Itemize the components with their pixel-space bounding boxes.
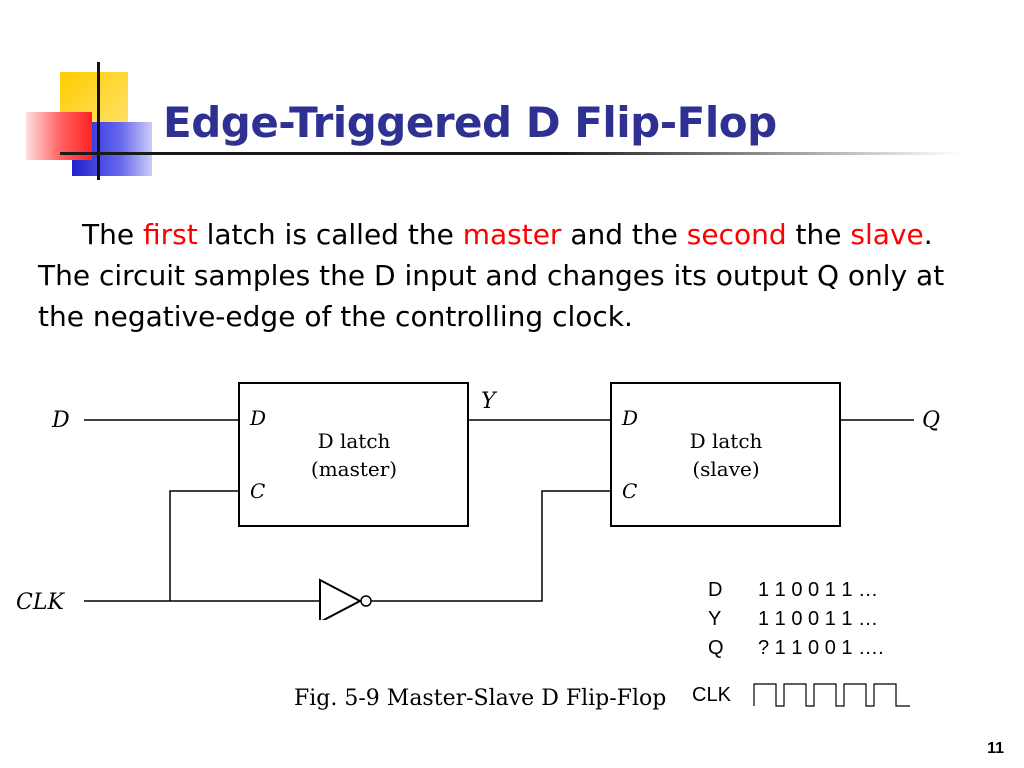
slave-latch-box: [610, 382, 841, 527]
body-paragraph: The first latch is called the master and…: [38, 214, 978, 337]
row-label: Q: [708, 637, 724, 659]
master-latch-name: D latch: [318, 429, 391, 453]
master-pin-c: C: [250, 479, 265, 503]
slave-latch-role: (slave): [692, 457, 759, 481]
figure-caption: Fig. 5-9 Master-Slave D Flip-Flop: [294, 686, 667, 711]
slide-title: Edge-Triggered D Flip-Flop: [163, 98, 777, 147]
master-latch-box: [238, 382, 469, 527]
inverter: [319, 578, 363, 620]
sequence-row-y: Y 1 1 0 0 1 1 …: [708, 605, 884, 634]
body-text-5: . The circuit samples the D input and ch…: [38, 218, 945, 333]
highlight-second: second: [686, 218, 787, 251]
sequence-table: D 1 1 0 0 1 1 … Y 1 1 0 0 1 1 … Q ? 1 1 0 0…: [708, 576, 884, 663]
decor-vertical-line: [97, 62, 100, 180]
sequence-row-d: D 1 1 0 0 1 1 …: [708, 576, 884, 605]
body-text-2: latch is called the: [197, 218, 463, 251]
sequence-row-q: Q ? 1 1 0 0 1 ….: [708, 634, 884, 663]
label-q-output: Q: [922, 408, 940, 433]
label-d-input: D: [51, 408, 70, 433]
wire-clk-to-master: [169, 490, 239, 601]
body-text-1: The: [82, 218, 143, 251]
master-slave-circuit: D CLK Q Y D C D latch (master) D C D lat…: [16, 382, 940, 620]
clk-waveform: [753, 683, 910, 707]
slide-number: 11: [987, 740, 1004, 757]
label-clk-input: CLK: [16, 590, 65, 615]
title-underline: [60, 152, 960, 155]
highlight-slave: slave: [850, 218, 924, 251]
row-label: D: [708, 579, 723, 601]
slave-latch-name: D latch: [690, 429, 763, 453]
inverter-bubble: [360, 595, 372, 607]
highlight-first: first: [142, 218, 198, 251]
row-values: 1 1 0 0 1 1 …: [758, 608, 879, 630]
wire-inverted-clk: [371, 490, 611, 602]
slave-pin-c: C: [622, 479, 637, 503]
clk-waveform-label: CLK: [692, 684, 731, 706]
row-values: ? 1 1 0 0 1 ….: [758, 637, 884, 659]
label-y: Y: [481, 389, 498, 414]
body-text-4: the: [786, 218, 851, 251]
body-text-3: and the: [561, 218, 687, 251]
row-label: Y: [708, 608, 722, 630]
row-values: 1 1 0 0 1 1 …: [758, 579, 879, 601]
master-latch-role: (master): [311, 457, 397, 481]
slave-pin-d: D: [621, 406, 638, 430]
clk-waveform-path: [753, 683, 910, 707]
highlight-master: master: [462, 218, 562, 251]
master-pin-d: D: [249, 406, 266, 430]
